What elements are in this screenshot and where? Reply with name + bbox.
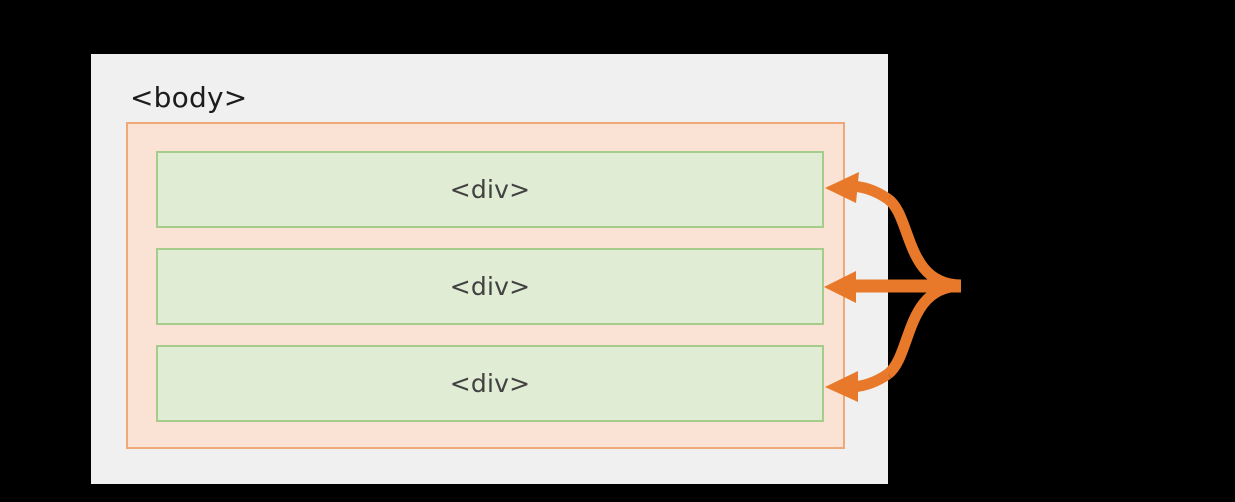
div-element-box-2: <div> bbox=[156, 248, 824, 325]
body-element-label: <body> bbox=[130, 81, 248, 114]
arrow-curve-top bbox=[884, 194, 962, 291]
div-element-box-1: <div> bbox=[156, 151, 824, 228]
div-element-label-3: <div> bbox=[449, 368, 531, 398]
arrow-curve-bottom bbox=[884, 280, 962, 379]
div-element-label-2: <div> bbox=[449, 271, 531, 301]
div-element-label-1: <div> bbox=[449, 174, 531, 204]
div-element-box-3: <div> bbox=[156, 345, 824, 422]
